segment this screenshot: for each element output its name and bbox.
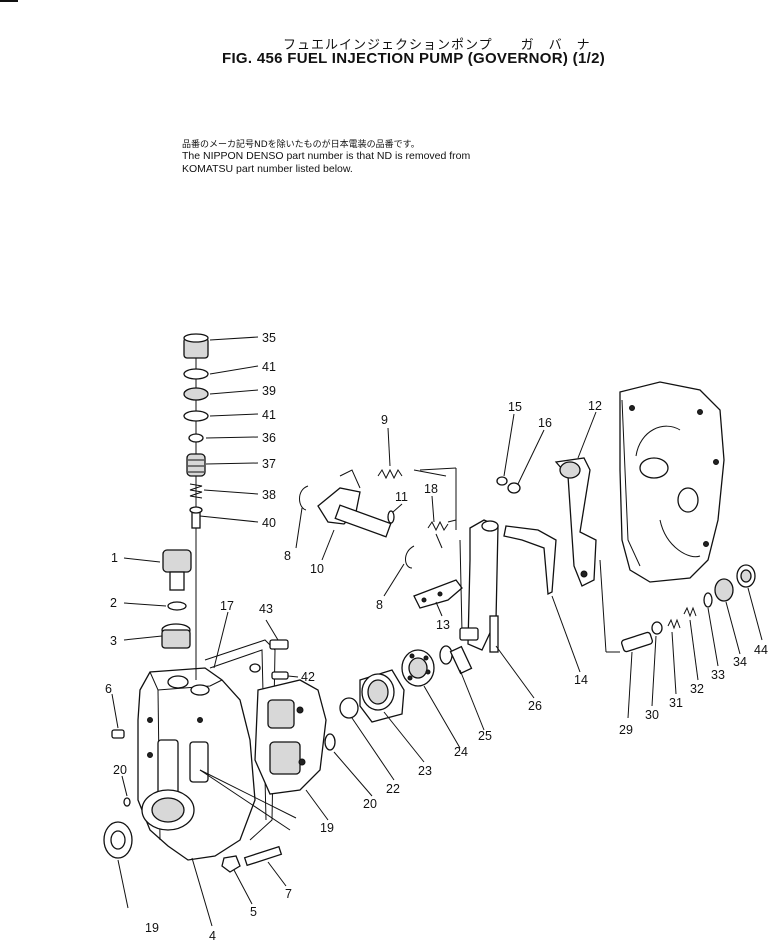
note-english-line-2: KOMATSU part number listed below. bbox=[182, 163, 353, 175]
figure-title: FIG. 456 FUEL INJECTION PUMP (GOVERNOR) … bbox=[222, 50, 606, 67]
control-lever bbox=[554, 457, 597, 587]
callout-36: 36 bbox=[262, 431, 276, 445]
lever-shaft bbox=[317, 469, 392, 538]
callout-13: 13 bbox=[436, 618, 450, 632]
bearing bbox=[401, 649, 435, 687]
callout-16: 16 bbox=[538, 416, 552, 430]
callout-8: 8 bbox=[284, 549, 291, 563]
callout-33: 33 bbox=[711, 668, 725, 682]
callout-27: 26 bbox=[528, 699, 542, 713]
callout-2: 2 bbox=[110, 596, 117, 610]
leader-lines bbox=[111, 336, 763, 927]
callout-10: 10 bbox=[310, 562, 324, 576]
governor-cover bbox=[619, 381, 725, 583]
callout-3: 3 bbox=[110, 634, 117, 648]
callout-44: 44 bbox=[754, 643, 768, 657]
callout-21: 20 bbox=[363, 797, 377, 811]
callout-41: 41 bbox=[262, 360, 276, 374]
callout-9: 9 bbox=[381, 413, 388, 427]
top-stack-parts bbox=[183, 333, 209, 529]
callout-37: 37 bbox=[262, 457, 276, 471]
callout-42: 42 bbox=[301, 670, 315, 684]
callout-19: 19 bbox=[145, 921, 159, 935]
collar bbox=[339, 697, 359, 719]
callout-25: 24 bbox=[454, 745, 468, 759]
governor-housing bbox=[137, 667, 256, 861]
callout-5: 5 bbox=[250, 905, 257, 919]
callout-43: 43 bbox=[259, 602, 273, 616]
callout-20: 19 bbox=[320, 821, 334, 835]
callout-1: 1 bbox=[111, 551, 118, 565]
flyweight-assembly bbox=[254, 679, 327, 795]
snap-ring bbox=[324, 733, 336, 751]
callout-15: 15 bbox=[508, 400, 522, 414]
callout-29: 29 bbox=[619, 723, 633, 737]
callout-22: 20 bbox=[113, 763, 127, 777]
callout-38: 38 bbox=[262, 488, 276, 502]
callout-24: 23 bbox=[418, 764, 432, 778]
callout-4: 4 bbox=[209, 929, 216, 940]
callout-40: 39 bbox=[262, 384, 276, 398]
callout-7: 7 bbox=[285, 887, 292, 901]
callout-32: 32 bbox=[690, 682, 704, 696]
nut bbox=[221, 855, 241, 873]
callout-35: 35 bbox=[262, 331, 276, 345]
screw bbox=[111, 729, 125, 739]
adjusting-lever bbox=[503, 525, 557, 596]
plug-and-washer-parts bbox=[161, 549, 192, 649]
gasket bbox=[204, 639, 276, 841]
japanese-title: フュエルインジェクションポンプ ガ バ ナ bbox=[283, 38, 591, 53]
callout-41b: 41 bbox=[262, 408, 276, 422]
callout-31: 31 bbox=[669, 696, 683, 710]
callout-30: 30 bbox=[645, 708, 659, 722]
note-english-line-1: The NIPPON DENSO part number is that ND … bbox=[182, 150, 471, 162]
callout-34: 34 bbox=[733, 655, 747, 669]
callout-18: 18 bbox=[424, 482, 438, 496]
callout-14: 14 bbox=[574, 673, 588, 687]
note-japanese: 品番のメーカ記号NDを除いたものが日本電装の品番です。 bbox=[182, 140, 420, 150]
washer bbox=[496, 476, 508, 486]
callout-23: 22 bbox=[386, 782, 400, 796]
sleeve bbox=[359, 669, 405, 723]
right-hardware-row bbox=[621, 564, 756, 653]
corner-mark bbox=[0, 0, 18, 2]
callout-39: 40 bbox=[262, 516, 276, 530]
callout-12: 12 bbox=[588, 399, 602, 413]
callout-labels: 35 41 39 41 36 37 38 40 1 2 3 6 20 19 4 … bbox=[105, 331, 768, 940]
stud bbox=[243, 845, 283, 867]
ring bbox=[439, 645, 453, 665]
callout-17: 17 bbox=[220, 599, 234, 613]
tension-lever bbox=[459, 519, 499, 653]
callout-8b: 8 bbox=[376, 598, 383, 612]
callout-11: 11 bbox=[395, 490, 408, 504]
link-plate bbox=[413, 533, 463, 609]
callout-6: 6 bbox=[105, 682, 112, 696]
callout-26: 25 bbox=[478, 729, 492, 743]
